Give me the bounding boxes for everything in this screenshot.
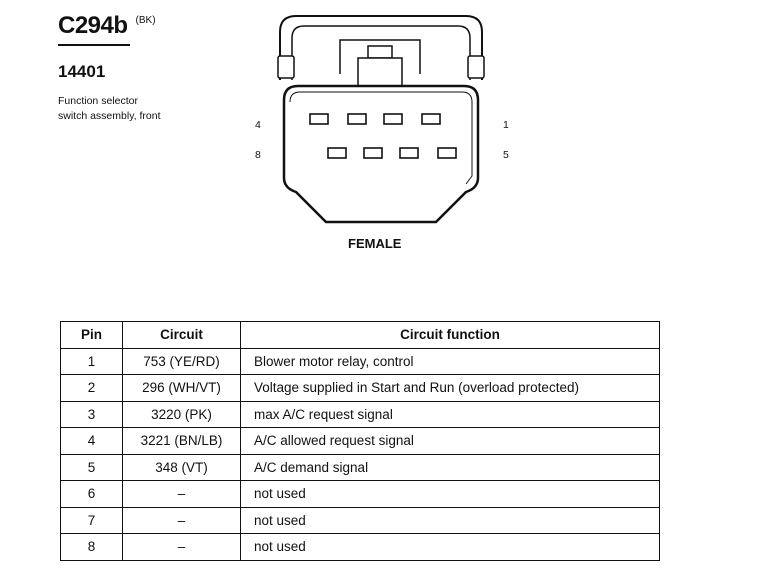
connector-title: C294b (BK)	[58, 12, 156, 40]
circuit-cell: 753 (YE/RD)	[122, 347, 241, 375]
latch-frame-inner	[291, 25, 471, 80]
function-cell: A/C demand signal	[240, 453, 660, 481]
pin-cavity-3	[347, 113, 367, 125]
pin-label-bottom-right: 5	[503, 149, 509, 161]
part-description: Function selector switch assembly, front	[58, 95, 161, 122]
pin-cell: 1	[60, 347, 123, 375]
pin-cell: 2	[60, 374, 123, 402]
title-underline	[58, 44, 130, 46]
pin-cell: 5	[60, 453, 123, 481]
part-number: 14401	[58, 62, 106, 81]
pin-cell: 7	[60, 506, 123, 534]
connector-color-code: (BK)	[135, 15, 156, 26]
pin-cavity-6	[399, 147, 419, 159]
connector-face-diagram	[277, 15, 485, 224]
circuit-cell: 3221 (BN/LB)	[122, 427, 241, 455]
pin-cell: 3	[60, 400, 123, 428]
circuit-cell: –	[122, 506, 241, 534]
lock-tab-frame	[339, 39, 421, 74]
table-row: 5 348 (VT) A/C demand signal	[60, 453, 660, 481]
pin-cavity-5	[437, 147, 457, 159]
connector-id: C294b	[58, 12, 128, 39]
latch-hinge-right	[467, 55, 485, 79]
latch-hinge-left	[277, 55, 295, 79]
pin-cavity-1	[421, 113, 441, 125]
pin-cavity-4	[309, 113, 329, 125]
pin-label-top-left: 4	[255, 119, 261, 131]
column-header-pin: Pin	[60, 321, 123, 349]
function-cell: Blower motor relay, control	[240, 347, 660, 375]
table-row: 1 753 (YE/RD) Blower motor relay, contro…	[60, 347, 660, 375]
connector-body-inner	[289, 91, 473, 185]
pin-cell: 4	[60, 427, 123, 455]
function-cell: A/C allowed request signal	[240, 427, 660, 455]
lock-tab	[367, 45, 393, 59]
lock-tab-stem	[357, 57, 403, 87]
table-row: 8 – not used	[60, 533, 660, 561]
function-cell: not used	[240, 480, 660, 508]
column-header-circuit: Circuit	[122, 321, 241, 349]
circuit-cell: 3220 (PK)	[122, 400, 241, 428]
table-row: 2 296 (WH/VT) Voltage supplied in Start …	[60, 374, 660, 402]
pin-cavity-2	[383, 113, 403, 125]
table-row: 7 – not used	[60, 506, 660, 534]
function-cell: not used	[240, 506, 660, 534]
table-row: 4 3221 (BN/LB) A/C allowed request signa…	[60, 427, 660, 455]
function-cell: Voltage supplied in Start and Run (overl…	[240, 374, 660, 402]
column-header-circuit-function: Circuit function	[240, 321, 660, 349]
circuit-cell: –	[122, 480, 241, 508]
pin-label-bottom-left: 8	[255, 149, 261, 161]
pin-cell: 8	[60, 533, 123, 561]
circuit-cell: 348 (VT)	[122, 453, 241, 481]
latch-frame-outer	[279, 15, 483, 80]
pin-label-top-right: 1	[503, 119, 509, 131]
pin-cell: 6	[60, 480, 123, 508]
table-row: 3 3220 (PK) max A/C request signal	[60, 400, 660, 428]
pin-cavity-8	[327, 147, 347, 159]
table-row: 6 – not used	[60, 480, 660, 508]
circuit-cell: 296 (WH/VT)	[122, 374, 241, 402]
table-header-row: Pin Circuit Circuit function	[60, 321, 660, 349]
function-cell: not used	[240, 533, 660, 561]
function-cell: max A/C request signal	[240, 400, 660, 428]
connector-gender-label: FEMALE	[348, 236, 402, 251]
circuit-cell: –	[122, 533, 241, 561]
pinout-table: Pin Circuit Circuit function 1 753 (YE/R…	[60, 321, 660, 561]
pin-cavity-7	[363, 147, 383, 159]
